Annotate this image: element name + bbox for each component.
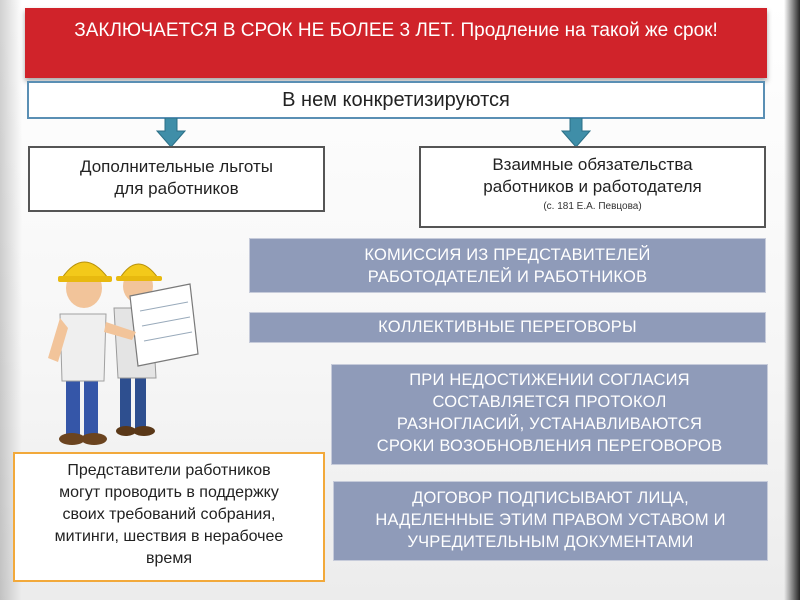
- construction-workers-illustration: [48, 261, 199, 445]
- disagreement-box: ПРИ НЕДОСТИЖЕНИИ СОГЛАСИЯ СОСТАВЛЯЕТСЯ П…: [331, 364, 768, 465]
- note-line2: могут проводить в поддержку: [59, 484, 279, 501]
- left-box-line2: для работников: [114, 179, 239, 198]
- note-line4: митинги, шествия в нерабочее: [54, 528, 284, 545]
- commission-line2: РАБОТОДАТЕЛЕЙ И РАБОТНИКОВ: [367, 268, 648, 286]
- mutual-obligations-box: Взаимные обязательства работников и рабо…: [419, 146, 766, 228]
- commission-box: КОМИССИЯ ИЗ ПРЕДСТАВИТЕЛЕЙ РАБОТОДАТЕЛЕЙ…: [249, 238, 766, 293]
- disagreement-line1: ПРИ НЕДОСТИЖЕНИИ СОГЛАСИЯ: [409, 371, 690, 389]
- negotiations-box: КОЛЛЕКТИВНЫЕ ПЕРЕГОВОРЫ: [249, 312, 766, 343]
- header-banner: ЗАКЛЮЧАЕТСЯ В СРОК НЕ БОЛЕЕ 3 ЛЕТ. Продл…: [25, 8, 767, 78]
- note-line5: время: [146, 550, 192, 567]
- left-box-line1: Дополнительные льготы: [80, 157, 273, 176]
- right-box-line1: Взаимные обязательства: [492, 155, 693, 174]
- down-arrow-icon: [156, 118, 186, 148]
- disagreement-line2: СОСТАВЛЯЕТСЯ ПРОТОКОЛ: [432, 393, 667, 411]
- signing-line2: НАДЕЛЕННЫЕ ЭТИМ ПРАВОМ УСТАВОМ И: [375, 511, 726, 529]
- blueprint: [104, 283, 199, 367]
- signing-line3: УЧРЕДИТЕЛЬНЫМ ДОКУМЕНТАМИ: [407, 533, 694, 551]
- sub-header-text: В нем конкретизируются: [282, 89, 510, 111]
- header-text: ЗАКЛЮЧАЕТСЯ В СРОК НЕ БОЛЕЕ 3 ЛЕТ. Продл…: [74, 20, 718, 41]
- workers-rights-note: Представители работников могут проводить…: [13, 452, 325, 582]
- additional-benefits-box: Дополнительные льготы для работников: [28, 146, 325, 212]
- disagreement-line3: РАЗНОГЛАСИЙ, УСТАНАВЛИВАЮТСЯ: [396, 415, 703, 433]
- source-citation: (с. 181 Е.А. Певцова): [543, 201, 642, 212]
- right-box-line2: работников и работодателя: [483, 177, 702, 196]
- signing-box: ДОГОВОР ПОДПИСЫВАЮТ ЛИЦА, НАДЕЛЕННЫЕ ЭТИ…: [333, 481, 768, 561]
- right-edge-shadow: [784, 0, 800, 600]
- disagreement-line4: СРОКИ ВОЗОБНОВЛЕНИЯ ПЕРЕГОВОРОВ: [376, 437, 723, 455]
- left-edge-shadow: [0, 0, 22, 600]
- note-line1: Представители работников: [67, 462, 271, 479]
- note-line3: своих требований собрания,: [62, 506, 276, 523]
- down-arrow-icon: [561, 118, 591, 148]
- commission-line1: КОМИССИЯ ИЗ ПРЕДСТАВИТЕЛЕЙ: [364, 246, 651, 264]
- negotiations-line1: КОЛЛЕКТИВНЫЕ ПЕРЕГОВОРЫ: [378, 318, 637, 336]
- sub-header-box: В нем конкретизируются: [27, 81, 765, 119]
- front-worker: [48, 261, 112, 445]
- signing-line1: ДОГОВОР ПОДПИСЫВАЮТ ЛИЦА,: [412, 489, 689, 507]
